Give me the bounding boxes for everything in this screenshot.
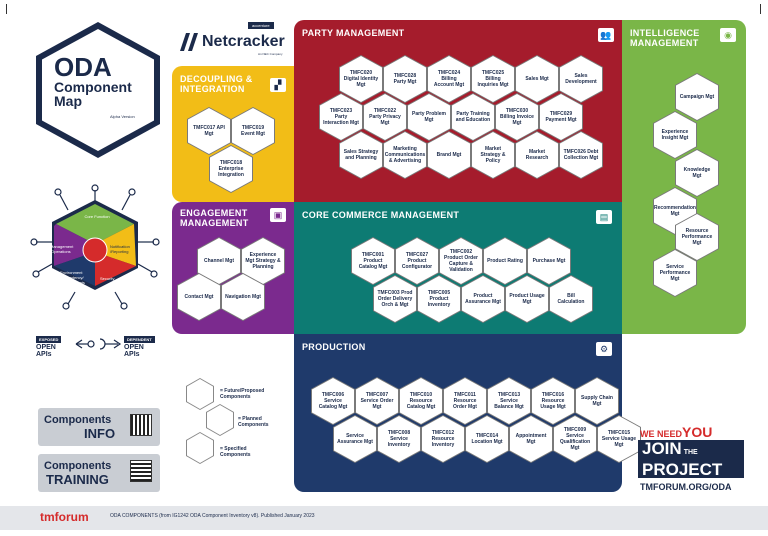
legend-specified-label: = Specified Components	[220, 446, 251, 458]
oda-title: ODA Component Map	[54, 54, 154, 108]
integration-icon: ▞	[270, 78, 286, 92]
production-title: PRODUCTION	[302, 342, 366, 352]
dependent-open-apis: OPEN APIs	[124, 344, 144, 358]
api-connector-icon	[74, 336, 122, 352]
component-hex[interactable]: Resource Performance Mgt	[676, 214, 718, 260]
netcracker-tag: accenture	[248, 22, 274, 29]
the-word: THE	[683, 449, 698, 456]
we-need-you: WE NEEDYOU	[640, 424, 712, 442]
component-hex[interactable]: TMFC018 Enterprise Integration	[210, 146, 252, 192]
qr-code-icon	[130, 460, 152, 482]
engagement-icon: ▣	[270, 208, 286, 222]
decoupling-title-line2: INTEGRATION	[180, 84, 245, 94]
intelligence-icon: ◉	[720, 28, 736, 42]
footer-bar	[0, 506, 768, 530]
alpha-version: Alpha Version	[110, 114, 135, 119]
wheel-notification-label: Notification /Reporting	[110, 244, 130, 254]
component-hex[interactable]: Knowledge Mgt	[676, 150, 718, 196]
tmforum-logo: tmforum	[40, 510, 89, 524]
wheel-security-label: Security	[100, 276, 115, 281]
project-word: PROJECT	[642, 460, 723, 479]
engagement-title-line2: MANAGEMENT	[180, 218, 249, 228]
legend-planned-label: = Planned Components	[238, 416, 269, 428]
dependent-tag: DEPENDENT	[124, 336, 155, 343]
decoupling-title-line1: DECOUPLING &	[180, 74, 253, 84]
intelligence-title-line2: MANAGEMENT	[630, 38, 699, 48]
oda-title-line3: Map	[54, 93, 82, 109]
exposed-open-apis: OPEN APIs	[36, 344, 56, 358]
components-training-label2: TRAINING	[46, 472, 109, 487]
join-project-box[interactable]	[638, 440, 744, 478]
we-need-text: WE NEED	[640, 429, 683, 439]
party-title: PARTY MANAGEMENT	[302, 28, 405, 38]
core-title: CORE COMMERCE MANAGEMENT	[302, 210, 460, 220]
component-hex[interactable]: TMFC026 Debt Collection Mgt	[560, 132, 602, 178]
decoupling-title: DECOUPLING & INTEGRATION	[180, 74, 253, 94]
wheel-core-label: Core Function	[84, 214, 110, 219]
component-hex[interactable]: Marketing Communications & Advertising	[384, 132, 426, 178]
crop-mark	[6, 4, 7, 14]
crop-mark	[760, 4, 761, 14]
intelligence-title-line1: INTELLIGENCE	[630, 28, 700, 38]
legend-future-label: = Future/Proposed Components	[220, 388, 265, 400]
core-icon: ▤	[596, 210, 612, 224]
wheel-management-label: Management /Operations	[50, 244, 74, 254]
component-hex[interactable]: Brand Mgt	[428, 132, 470, 178]
qr-code-icon	[130, 414, 152, 436]
exposed-tag: EXPOSED	[36, 336, 62, 343]
footer-text: ODA COMPONENTS (from IG1242 ODA Componen…	[110, 513, 315, 519]
tmforum-oda-link[interactable]: TMFORUM.ORG/ODA	[640, 482, 732, 492]
intelligence-title: INTELLIGENCE MANAGEMENT	[630, 28, 700, 48]
engagement-title-line1: ENGAGEMENT	[180, 208, 248, 218]
component-hex[interactable]: Market Research	[516, 132, 558, 178]
components-info-label2: INFO	[84, 426, 116, 441]
wheel-environment-label: Environment Dependency/ Requirements	[60, 270, 85, 285]
party-icon: 👥	[598, 28, 614, 42]
netcracker-sub: An NEC Company	[258, 52, 283, 56]
component-hex[interactable]: Experience Mgt Strategy & Planning	[242, 238, 284, 284]
component-hex[interactable]: Market Strategy & Policy	[472, 132, 514, 178]
netcracker-logo-icon	[180, 33, 200, 51]
join-word: JOIN	[642, 439, 682, 458]
engagement-title: ENGAGEMENT MANAGEMENT	[180, 208, 249, 228]
component-hex[interactable]: Sales Strategy and Planning	[340, 132, 382, 178]
you-text: YOU	[682, 424, 713, 440]
production-icon: ⚙	[596, 342, 612, 356]
netcracker-logo-text: Netcracker	[202, 33, 285, 50]
oda-title-line2: Component	[54, 79, 132, 95]
component-wheel	[30, 180, 160, 310]
oda-title-line1: ODA	[54, 52, 112, 82]
components-info-label1: Components	[44, 414, 112, 426]
components-training-label1: Components	[44, 460, 112, 472]
